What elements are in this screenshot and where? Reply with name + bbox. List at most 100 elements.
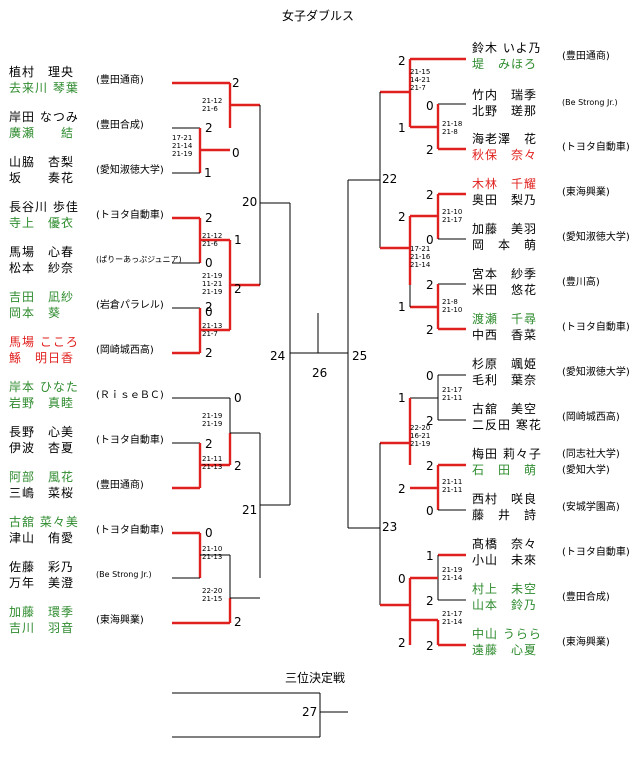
- player-name: 石 田 萌: [472, 463, 538, 477]
- player-name: 奥田 梨乃: [472, 193, 538, 207]
- match-score: 2: [426, 143, 434, 157]
- match-score: 2: [205, 437, 213, 451]
- player-name: 堤 みほろ: [472, 57, 538, 71]
- club-name: (愛知淑徳大学): [562, 367, 630, 378]
- game-score: 21-11 21-11: [442, 478, 463, 494]
- match-score: 0: [398, 572, 406, 586]
- club-name: (安城学園高): [562, 502, 620, 513]
- player-name: 村上 未空: [472, 582, 538, 596]
- club-name: (豊田合成): [562, 592, 610, 603]
- club-name: (トヨタ自動車): [96, 525, 164, 536]
- player-name: 中西 香菜: [472, 328, 538, 342]
- third-place-title: 三位決定戦: [285, 671, 346, 685]
- match-score: 2: [205, 300, 213, 314]
- player-name: 中山 うらら: [472, 627, 542, 641]
- match-score: 2: [398, 54, 406, 68]
- player-name: 古舘 菜々美: [9, 515, 79, 529]
- match-score: 0: [426, 233, 434, 247]
- player-name: 坂 奏花: [9, 171, 75, 185]
- club-name: (岡崎城西高): [562, 412, 620, 423]
- club-name: (トヨタ自動車): [562, 547, 630, 558]
- match-score: 2: [426, 459, 434, 473]
- player-name: 渡瀬 千尋: [472, 312, 538, 326]
- player-name: 加藤 環季: [9, 605, 75, 619]
- match-number: 26: [312, 366, 328, 380]
- match-score: 2: [426, 278, 434, 292]
- club-name: (トヨタ自動車): [562, 142, 630, 153]
- match-number: 25: [352, 349, 368, 363]
- player-name: 佐藤 彩乃: [9, 560, 75, 574]
- match-score: 1: [204, 166, 212, 180]
- player-name: 万年 美澄: [9, 576, 75, 590]
- match-score: 2: [398, 210, 406, 224]
- match-score: 2: [205, 211, 213, 225]
- player-name: 遠藤 心夏: [472, 643, 538, 657]
- game-score: 21-19 11-21 21-19: [202, 272, 223, 296]
- match-number: 23: [382, 520, 398, 534]
- club-name: (東海興業): [562, 187, 610, 198]
- player-name: 岡 本 萌: [472, 238, 538, 252]
- match-score: 2: [232, 76, 240, 90]
- game-score: 17-21 21-14 21-19: [172, 134, 193, 158]
- game-score: 21-10 21-13: [202, 545, 223, 561]
- club-name: (豊田合成): [96, 120, 144, 131]
- match-score: 2: [234, 459, 242, 473]
- match-score: 2: [398, 636, 406, 650]
- player-name: 秋保 奈々: [472, 148, 538, 162]
- match-score: 2: [426, 323, 434, 337]
- match-score: 2: [426, 639, 434, 653]
- player-name: 宮本 紗季: [472, 267, 538, 281]
- player-name: 米田 悠花: [472, 283, 538, 297]
- match-score: 1: [234, 233, 242, 247]
- club-name: (愛知大学): [562, 465, 610, 476]
- match-score: 0: [205, 305, 213, 319]
- club-name: (同志社大学): [562, 449, 620, 460]
- game-score: 21-8 21-10: [442, 298, 463, 314]
- game-score: 21-13 21-7: [202, 322, 223, 338]
- club-name: (豊川高): [562, 277, 600, 288]
- match-score: 0: [205, 526, 213, 540]
- club-name: (ＲｉｓｅＢＣ): [96, 390, 164, 401]
- game-score: 21-12 21-6: [202, 97, 223, 113]
- match-score: 1: [398, 300, 406, 314]
- player-name: 岸田 なつみ: [9, 110, 79, 124]
- player-name: 山脇 杏梨: [9, 155, 75, 169]
- player-name: 小山 未來: [472, 553, 538, 567]
- player-name: 鯀 明日香: [9, 351, 75, 365]
- player-name: 馬場 心春: [9, 245, 75, 259]
- match-score: 1: [398, 391, 406, 405]
- game-score: 21-19 21-14: [442, 566, 463, 582]
- player-name: 長谷川 歩佳: [9, 200, 79, 214]
- player-name: 廣瀬 結: [9, 126, 75, 140]
- match-score: 2: [426, 414, 434, 428]
- player-name: 毛利 葉奈: [472, 373, 538, 387]
- match-number: 24: [270, 349, 286, 363]
- player-name: 馬場 こころ: [9, 335, 79, 349]
- match-score: 0: [426, 99, 434, 113]
- match-score: 0: [232, 146, 240, 160]
- club-name: (東海興業): [562, 637, 610, 648]
- match-score: 2: [205, 346, 213, 360]
- player-name: 吉川 羽音: [9, 621, 75, 635]
- player-name: 岡本 葵: [9, 306, 62, 320]
- player-name: 髙橋 奈々: [472, 537, 538, 551]
- player-name: 岸本 ひなた: [9, 380, 79, 394]
- player-name: 北野 瑳那: [472, 104, 538, 118]
- game-score: 21-10 21-17: [442, 208, 463, 224]
- player-name: 三嶋 菜桜: [9, 486, 75, 500]
- game-score: 17-21 21-16 21-14: [410, 245, 431, 269]
- player-name: 吉田 凪紗: [9, 290, 75, 304]
- match-number: 20: [242, 195, 258, 209]
- match-score: 2: [205, 121, 213, 135]
- match-score: 0: [426, 369, 434, 383]
- match-number: 21: [242, 503, 258, 517]
- game-score: 21-18 21-8: [442, 120, 463, 136]
- player-name: 杉原 颯姫: [472, 357, 538, 371]
- club-name: (トヨタ自動車): [562, 322, 630, 333]
- player-name: 阿部 風花: [9, 470, 75, 484]
- club-name: (東海興業): [96, 615, 144, 626]
- player-name: 長野 心美: [9, 425, 75, 439]
- game-score: 21-17 21-11: [442, 386, 463, 402]
- match-score: 0: [234, 391, 242, 405]
